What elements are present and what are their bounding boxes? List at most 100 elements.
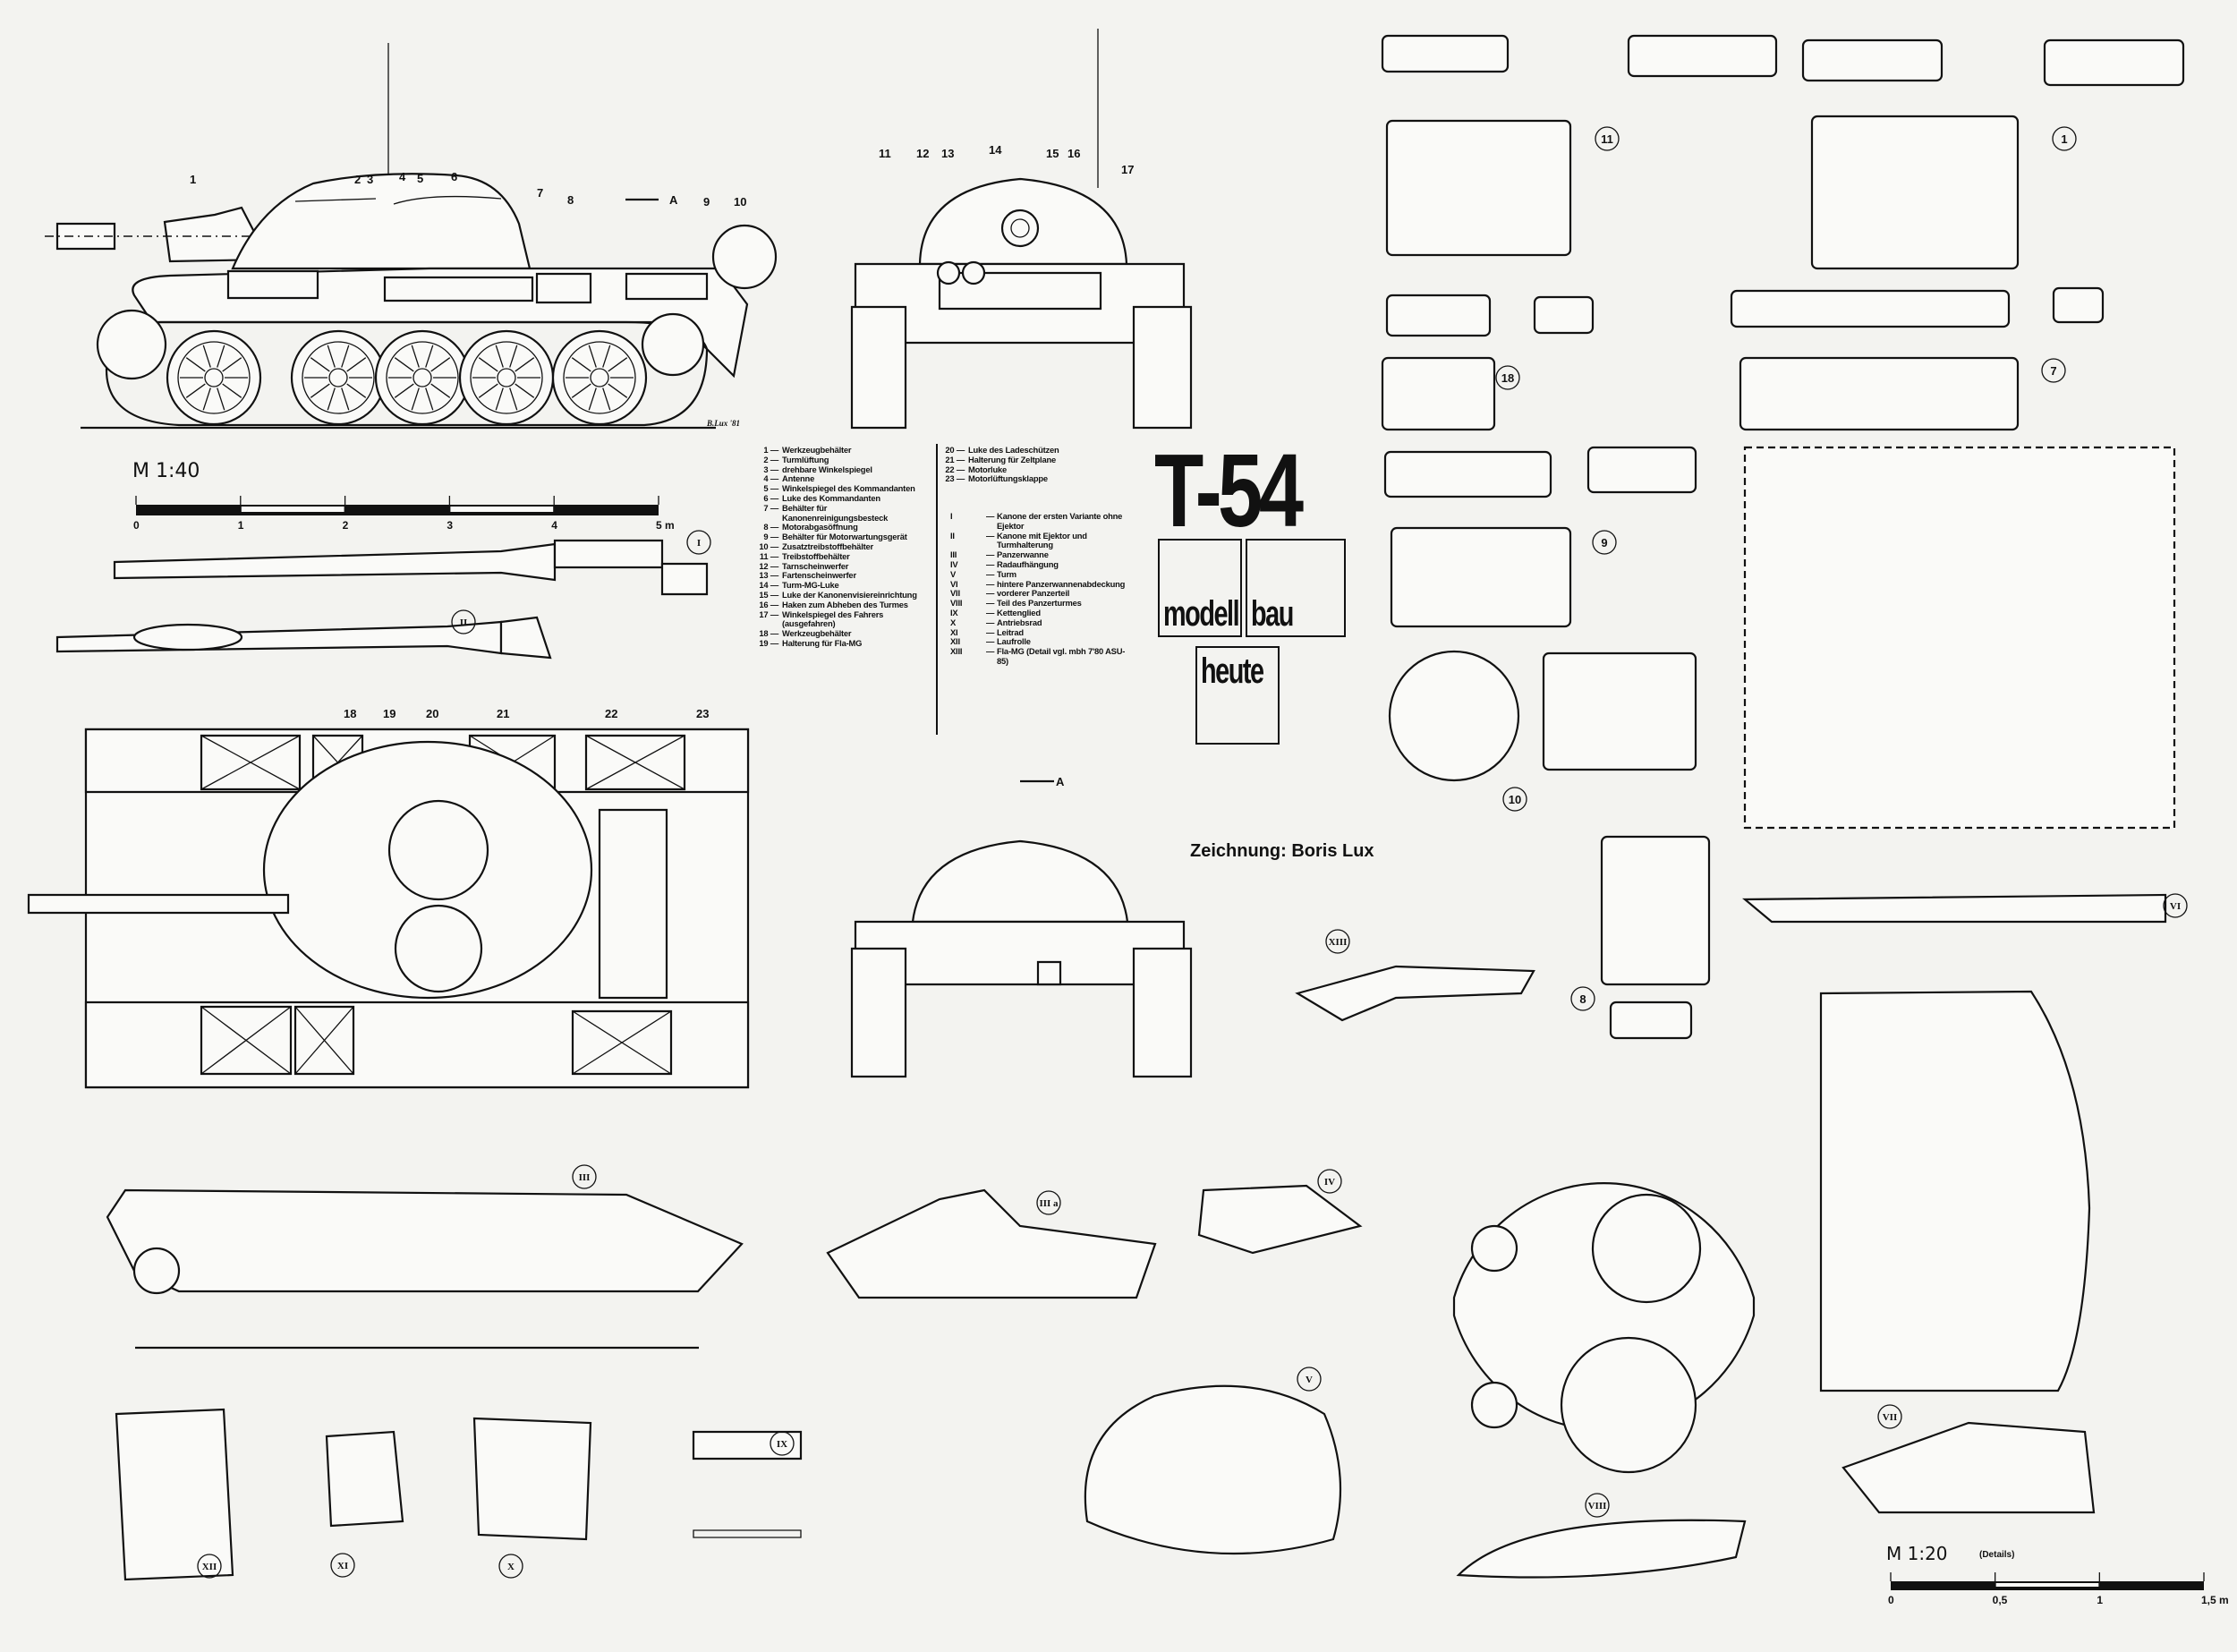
- hatch: [1593, 1195, 1700, 1302]
- legend-dash: —: [986, 617, 995, 627]
- part-number-7: 7: [2050, 364, 2056, 378]
- wheel-spoke: [327, 387, 335, 410]
- logo-word-modell: modell: [1163, 594, 1240, 634]
- legend-entry: 20 —Luke des Ladeschützen: [945, 445, 1133, 456]
- legend-text: Behälter für Motorwartungsgerät: [782, 532, 907, 542]
- box-cross: [586, 736, 685, 789]
- wheel-spoke: [515, 358, 534, 371]
- wheel-spoke: [479, 384, 498, 397]
- gun-variant-1: [115, 541, 707, 594]
- legend-dash: —: [770, 599, 778, 609]
- wheel-spoke: [327, 345, 335, 368]
- wheel-spoke: [479, 358, 498, 371]
- legend-text: Turmlüftung: [782, 454, 829, 464]
- scale-detail-note: (Details): [1979, 1550, 2015, 1560]
- legend-dash: —: [770, 609, 778, 619]
- legend-dash: —: [770, 464, 778, 474]
- detail-label-I: I: [697, 538, 701, 549]
- detail-label-circle: [452, 610, 475, 634]
- legend-text: Halterung für Fla-MG: [782, 637, 863, 648]
- legend-dash: —: [986, 636, 995, 647]
- wheel-spoke: [395, 384, 413, 397]
- detail-label-IIIa: III a: [1039, 1198, 1059, 1209]
- legend-entry: 23 —Motorlüftungsklappe: [945, 473, 1133, 484]
- rear-hatch: [1038, 962, 1060, 984]
- legend-number: V: [950, 568, 957, 579]
- rear-view: A: [852, 775, 1191, 1077]
- legend-entry: VI—hintere Panzerwannenabdeckung: [950, 579, 1134, 590]
- detail-label-circle: [331, 1554, 354, 1577]
- wheel-spoke: [347, 384, 366, 397]
- legend-number: II: [950, 530, 955, 541]
- wheel-spoke: [589, 387, 596, 410]
- legend-number: XI: [950, 626, 958, 637]
- legend-number: III: [950, 549, 957, 560]
- part-number-10: 10: [1509, 793, 1521, 806]
- callout-1: 1: [190, 173, 196, 186]
- part-number-circle: [1593, 531, 1616, 554]
- fuel-drum-end: [1390, 651, 1518, 780]
- legend-entry: 12 —Tarnscheinwerfer: [759, 561, 929, 572]
- engine-deck: [600, 810, 667, 998]
- road-wheels: [98, 311, 703, 424]
- detail-label-circle: [573, 1165, 596, 1188]
- detail-label-VI: VI: [2170, 901, 2181, 912]
- left-track: [852, 949, 906, 1077]
- container-8-top: [1602, 837, 1709, 984]
- legend-dash: —: [770, 473, 778, 484]
- legend-entry: III—Panzerwanne: [950, 549, 1134, 560]
- legend-number: 8: [763, 522, 769, 532]
- wheel-spoke: [608, 384, 627, 397]
- wheel-spoke: [223, 358, 242, 371]
- legend-dash: —: [986, 598, 995, 609]
- legend-dash: —: [770, 492, 778, 503]
- part-number-9: 9: [1601, 536, 1607, 549]
- detail-label-VII: VII: [1883, 1412, 1898, 1423]
- road-wheel-rim: [387, 342, 458, 413]
- turret-side: [233, 174, 530, 268]
- legend-text: Turm: [997, 568, 1016, 579]
- legend-text: Winkelspiegel des Fahrers (ausgefahren): [782, 609, 884, 629]
- detail-label-IV: IV: [1324, 1177, 1335, 1188]
- container-7-top: [1740, 358, 2018, 430]
- legend-number: 15: [759, 589, 769, 600]
- callout-14: 14: [989, 143, 1002, 157]
- wheel-spoke: [431, 384, 450, 397]
- scale-tick-label: 1: [2097, 1594, 2104, 1606]
- callout-4: 4: [399, 170, 406, 183]
- container-1-top: [1812, 116, 2018, 268]
- legend-text: Luke der Kanonenvisiereinrichtung: [782, 589, 917, 600]
- legend-entry: 9 —Behälter für Motorwartungsgerät: [759, 532, 929, 542]
- legend-number: 21: [945, 454, 955, 464]
- wheel-spoke: [342, 345, 349, 368]
- logo-box-heute: heute: [1195, 646, 1280, 745]
- legend-dash: —: [770, 502, 778, 513]
- legend-dash: —: [770, 637, 778, 648]
- legend-dash: —: [986, 558, 995, 569]
- callout-19: 19: [383, 707, 396, 720]
- turret-rear: [913, 841, 1127, 922]
- scale-tick-label: 0,5: [1992, 1594, 2008, 1606]
- legend-number: XII: [950, 636, 960, 647]
- detail-label-circle: [1878, 1405, 1901, 1428]
- scale-bar-detail: [1891, 1572, 2204, 1590]
- callout-5: 5: [417, 172, 423, 185]
- part-number-circle: [2042, 359, 2065, 382]
- turret-roof-side: [1459, 1520, 1745, 1578]
- legend-entry: V—Turm: [950, 568, 1134, 580]
- scale-segment: [241, 507, 344, 512]
- legend-entry: II—Kanone mit Ejektor und Turmhalterung: [950, 530, 1134, 551]
- legend-entry: 1 —Werkzeugbehälter: [759, 445, 929, 456]
- turret-mount: [501, 617, 550, 658]
- legend-number: XIII: [950, 646, 963, 657]
- legend-dash: —: [770, 589, 778, 600]
- detail-label-X: X: [507, 1562, 515, 1572]
- legend-entry: I—Kanone der ersten Variante ohne Ejekto…: [950, 511, 1134, 532]
- rear-deck-side: [1745, 895, 2165, 922]
- legend-text: Werkzeugbehälter: [782, 628, 852, 639]
- idler: [134, 1248, 179, 1293]
- wheel-spoke: [223, 384, 242, 397]
- wheel-spoke: [412, 387, 419, 410]
